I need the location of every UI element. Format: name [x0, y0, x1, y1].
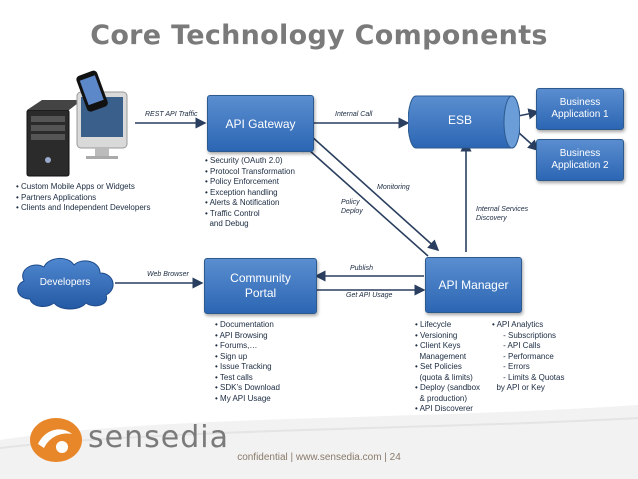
edge-label-internal-services-discovery: Internal Services Discovery	[476, 206, 529, 222]
business-application-2-node: Business Application 2	[536, 139, 624, 181]
list-item: • Partners Applications	[16, 192, 97, 202]
edge-label-internal-call: Internal Call	[335, 111, 373, 118]
edge-label-web-browser: Web Browser	[147, 271, 189, 278]
list-item: • Issue Tracking	[215, 362, 272, 371]
list-item: • Custom Mobile Apps or Widgets	[16, 182, 135, 191]
list-item: • My API Usage	[215, 393, 271, 403]
gateway-features-list: • Security (OAuth 2.0) • Protocol Transf…	[205, 156, 295, 230]
esb-node	[408, 95, 520, 149]
portal-features-list: • Documentation • API Browsing • Forums,…	[215, 320, 280, 404]
list-item: (quota & limits)	[415, 372, 473, 382]
list-item: & production)	[415, 393, 468, 403]
list-item: • Documentation	[215, 320, 274, 329]
edge-label-policy-deploy: Policy Deploy	[341, 199, 363, 215]
page-title: Core Technology Components	[90, 20, 548, 51]
list-item: • Client Keys	[415, 341, 461, 350]
list-item: - Limits & Quotas	[492, 372, 565, 382]
api-manager-node: API Manager	[425, 257, 522, 313]
list-item: - Performance	[492, 351, 554, 361]
list-item: • SDK’s Download	[215, 383, 280, 392]
business-application-2-label: Business Application 2	[551, 148, 609, 171]
list-item: by API or Key	[492, 383, 545, 392]
community-portal-label: Community Portal	[230, 271, 291, 300]
list-item: • Clients and Independent Developers	[16, 203, 151, 212]
clients-list: • Custom Mobile Apps or Widgets • Partne…	[16, 182, 150, 214]
sensedia-logo-icon	[30, 418, 82, 462]
footer-text: confidential | www.sensedia.com | 24	[237, 452, 401, 463]
developers-label: Developers	[39, 277, 91, 288]
business-application-1-node: Business Application 1	[536, 88, 624, 130]
community-portal-node: Community Portal	[204, 258, 317, 314]
edge-policy-deploy	[298, 140, 429, 257]
list-item: • Policy Enforcement	[205, 177, 279, 186]
list-item: • Sign up	[215, 351, 248, 361]
list-item: • Traffic Control	[205, 208, 260, 218]
list-item: • Deploy (sandbox	[415, 383, 481, 392]
edge-monitoring	[309, 134, 440, 252]
list-item: • Exception handling	[205, 187, 278, 197]
sensedia-logo-text: sensedia	[88, 420, 229, 455]
list-item: and Debug	[205, 219, 249, 228]
list-item: • Forums,…	[215, 341, 258, 350]
manager-features-list: • Lifecycle • Versioning • Client Keys M…	[415, 320, 480, 415]
analytics-list: • API Analytics - Subscriptions - API Ca…	[492, 320, 564, 394]
edge-esb-app2	[517, 131, 540, 152]
list-item: • Protocol Transformation	[205, 166, 295, 176]
list-item: • Set Policies	[415, 362, 462, 371]
api-gateway-node: API Gateway	[207, 95, 314, 152]
list-item: • API Analytics	[492, 320, 544, 329]
business-application-1-label: Business Application 1	[551, 97, 609, 120]
api-manager-label: API Manager	[438, 278, 509, 292]
list-item: Management	[415, 351, 467, 361]
list-item: • Versioning	[415, 330, 458, 340]
esb-label: ESB	[447, 113, 472, 127]
list-item: - Errors	[492, 362, 530, 371]
list-item: • API Browsing	[215, 330, 268, 340]
client-devices-image	[26, 70, 128, 177]
api-gateway-label: API Gateway	[225, 116, 296, 131]
edge-esb-app1	[517, 108, 540, 120]
list-item: • API Discoverer	[415, 404, 473, 413]
edge-label-get-api-usage: Get API Usage	[346, 292, 393, 299]
developers-node	[17, 258, 114, 310]
list-item: • Alerts & Notification	[205, 198, 280, 207]
edge-label-rest-api-traffic: REST API Traffic	[145, 111, 198, 118]
list-item: • Test calls	[215, 372, 253, 382]
list-item: • Lifecycle	[415, 320, 452, 329]
edge-label-publish: Publish	[350, 265, 373, 272]
edge-label-monitoring: Monitoring	[377, 184, 410, 191]
list-item: - Subscriptions	[492, 330, 557, 340]
list-item: - API Calls	[492, 341, 541, 350]
list-item: • Security (OAuth 2.0)	[205, 156, 283, 165]
